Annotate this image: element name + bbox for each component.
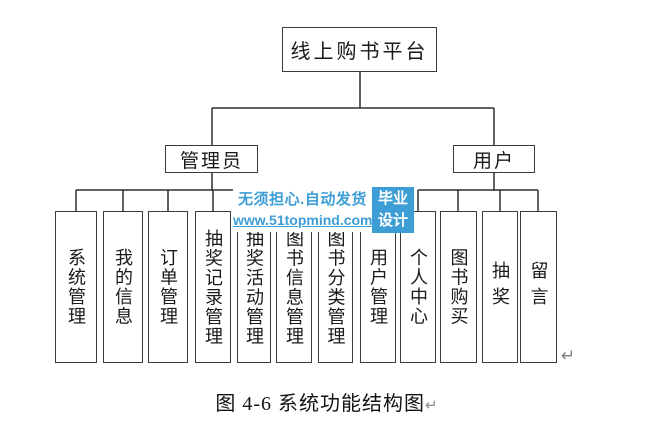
watermark-badge-line2: 设计 [377,212,408,229]
leaf-book-purchase: 图书购买 [440,211,477,363]
user-node: 用户 [453,145,535,173]
leaf-label: 系统管理 [66,248,86,326]
leaf-lottery-record-mgmt: 抽奖记录管理 [195,211,231,363]
leaf-message: 留言 [520,211,557,363]
leaf-lottery-activity-mgmt: 抽奖活动管理 [237,211,271,363]
leaf-book-info-mgmt: 图书信息管理 [276,211,312,363]
leaf-book-category-mgmt: 图书分类管理 [318,211,353,363]
watermark-badge: 毕业 设计 [372,187,414,233]
leaf-label: 个人中心 [408,248,428,326]
admin-node-label: 管理员 [179,150,243,172]
leaf-label: 图书购买 [448,248,469,326]
leaf-label: 抽奖记录管理 [203,228,223,346]
leaf-my-info: 我的信息 [103,211,143,363]
leaf-label: 抽奖活动管理 [244,228,264,346]
leaf-personal-center: 个人中心 [400,211,436,363]
figure-caption: 图 4-6 系统功能结构图 [215,393,426,415]
leaf-lottery: 抽奖 [482,211,518,363]
root-node-platform: 线上购书平台 [282,27,437,72]
root-node-label: 线上购书平台 [290,41,429,63]
leaf-system-mgmt: 系统管理 [55,211,97,363]
admin-node: 管理员 [165,145,258,173]
leaf-label: 订单管理 [158,248,178,326]
watermark-slogan: 无须担心.自动发货 [238,191,367,208]
paragraph-return-mark: ↵ [561,346,576,366]
leaf-label: 抽奖 [490,261,510,313]
watermark-badge-line1: 毕业 [377,190,408,207]
leaf-label: 留言 [528,261,549,313]
watermark-text-block: 无须担心.自动发货 www.51topmind.com [233,189,373,232]
user-node-label: 用户 [472,150,515,172]
leaf-user-mgmt: 用户管理 [360,211,396,363]
leaf-order-mgmt: 订单管理 [148,211,188,363]
leaf-label: 图书分类管理 [325,228,346,346]
figure-caption-row: 图 4-6 系统功能结构图↵ [0,387,653,416]
leaf-label: 图书信息管理 [284,228,304,346]
leaf-label: 用户管理 [368,248,388,326]
watermark-url: www.51topmind.com [233,212,373,228]
caption-return-mark: ↵ [425,396,438,414]
leaf-label: 我的信息 [113,248,133,326]
